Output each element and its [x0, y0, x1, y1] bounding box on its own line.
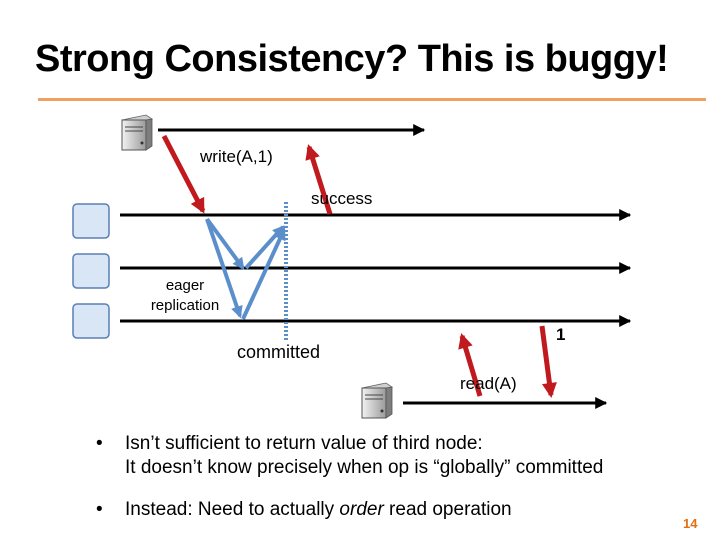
page-number: 14 [683, 516, 698, 531]
ack-arrow-from-node-3 [241, 227, 286, 320]
success-response-arrow [305, 144, 333, 215]
reader-server-icon [360, 382, 394, 419]
client-server-icon [120, 114, 154, 151]
replica-node-3 [72, 303, 110, 339]
bullet-marker: • [96, 499, 103, 520]
replica-node-2 [72, 253, 110, 289]
read-value-label: 1 [556, 325, 566, 344]
read-request-arrow [458, 333, 483, 397]
bullet-list: • Isn’t sufficient to return value of th… [96, 432, 696, 540]
bullet-item: • Isn’t sufficient to return value of th… [96, 432, 696, 480]
committed-label: committed [237, 342, 321, 362]
bullet-1-line-1: Isn’t sufficient to return value of thir… [125, 433, 483, 454]
write-request-arrow [161, 134, 206, 214]
bullet-2-text-before: Instead: Need to actually [125, 499, 340, 520]
slide-title: Strong Consistency? This is buggy! [35, 38, 669, 80]
eager-replication-label: eager replication [145, 276, 225, 316]
replica-node-1 [72, 203, 110, 239]
title-underline [38, 98, 706, 101]
eager-label-line2: replication [150, 297, 220, 314]
success-label: success [311, 189, 373, 208]
eager-label-line1: eager [165, 277, 205, 294]
bullet-marker: • [96, 433, 103, 454]
read-label: read(A) [460, 374, 517, 393]
bullet-1-line-2: It doesn’t know precisely when op is “gl… [125, 457, 604, 478]
bullet-2-text-after: read operation [383, 499, 512, 520]
write-label: write(A,1) [200, 147, 273, 166]
replication-arrow-to-node-2 [205, 217, 245, 270]
bullet-2-emphasis: order [339, 499, 384, 520]
replication-arrow-to-node-3 [205, 218, 243, 319]
bullet-item: • Instead: Need to actually order read o… [96, 498, 696, 522]
read-response-arrow [539, 325, 557, 398]
